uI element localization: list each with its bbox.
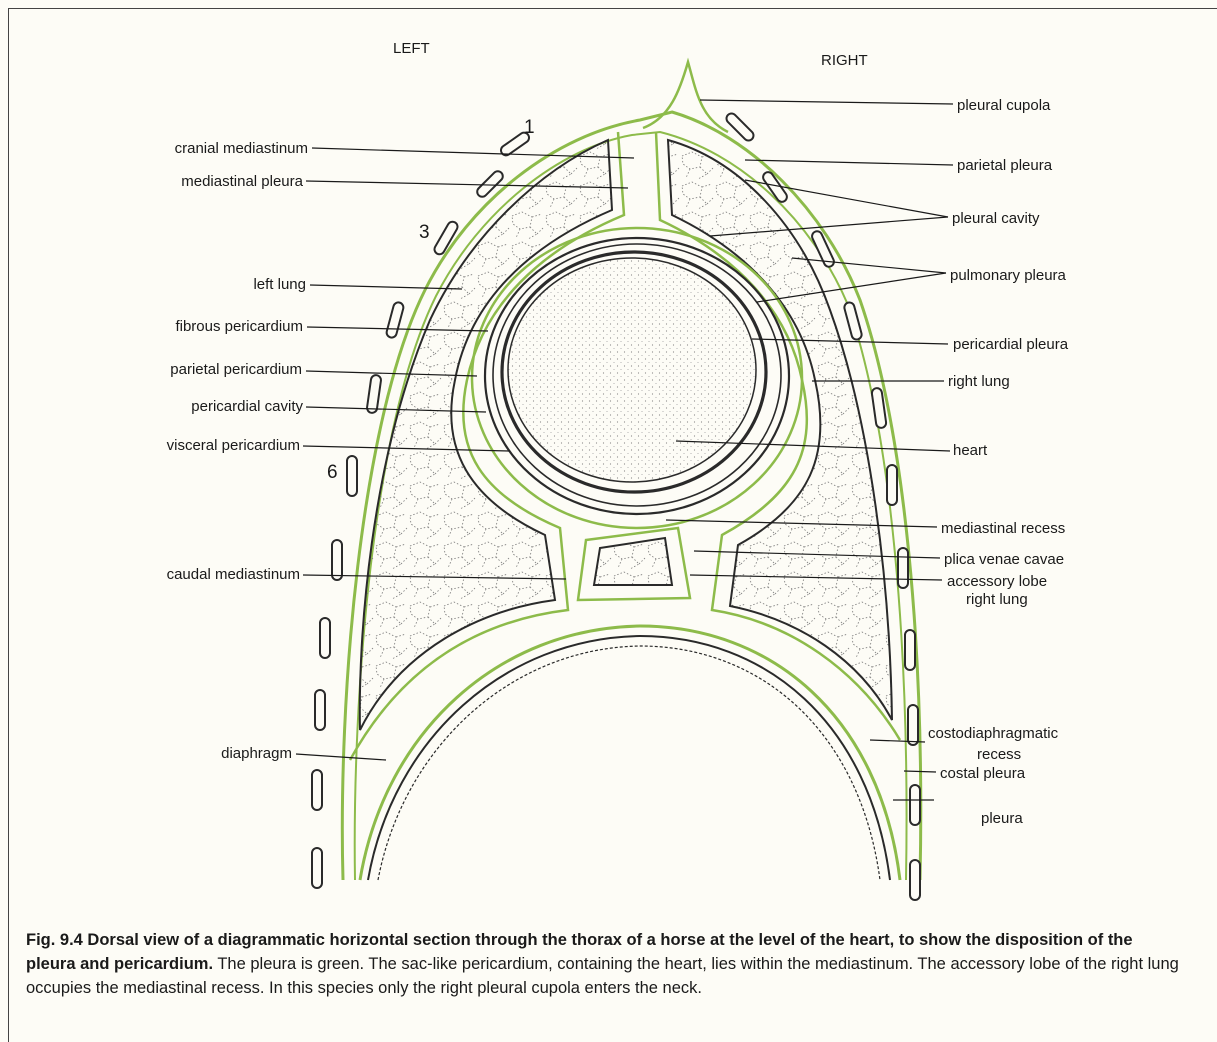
rib-number-6: 6 xyxy=(327,462,338,483)
label-right-lung: right lung xyxy=(948,373,1010,390)
label-visceral-pericardium: visceral pericardium xyxy=(167,437,300,454)
label-mediastinal-pleura: mediastinal pleura xyxy=(181,173,303,190)
label-pericardial-cavity: pericardial cavity xyxy=(191,398,303,415)
label-left-lung: left lung xyxy=(253,276,306,293)
label-fibrous-pericardium: fibrous pericardium xyxy=(175,318,303,335)
label-mediastinal-recess: mediastinal recess xyxy=(941,520,1065,537)
label-caudal-mediastinum: caudal mediastinum xyxy=(167,566,300,583)
orientation-left: LEFT xyxy=(393,40,430,57)
label-diaphragmatic-pleura: pleura xyxy=(981,810,1023,827)
label-diaphragm: diaphragm xyxy=(221,745,292,762)
label-cranial-mediastinum: cranial mediastinum xyxy=(175,140,308,157)
accessory-lobe xyxy=(594,538,672,585)
diaphragm xyxy=(360,626,900,880)
label-costodiaphragmatic: costodiaphragmatic xyxy=(928,725,1059,742)
label-accessory-lobe-right-lung: right lung xyxy=(966,591,1028,608)
rib-number-1: 1 xyxy=(524,117,535,138)
label-pleural-cavity: pleural cavity xyxy=(952,210,1040,227)
diaphragm-muscle-inner xyxy=(378,646,880,880)
label-pulmonary-pleura: pulmonary pleura xyxy=(950,267,1067,284)
label-plica-venae-cavae: plica venae cavae xyxy=(944,551,1064,568)
pleural-cupola xyxy=(643,62,728,132)
label-costodiaphragmatic-recess: recess xyxy=(977,746,1021,763)
label-accessory-lobe: accessory lobe xyxy=(947,573,1047,590)
label-heart: heart xyxy=(953,442,988,459)
heart xyxy=(508,258,756,482)
label-costal-pleura: costal pleura xyxy=(940,765,1026,782)
thorax-section-diagram: LEFT RIGHT 1 3 6 cranial mediastinum med… xyxy=(0,0,1217,920)
orientation-right: RIGHT xyxy=(821,52,868,69)
label-parietal-pleura: parietal pleura xyxy=(957,157,1053,174)
figure-caption: Fig. 9.4 Dorsal view of a diagrammatic h… xyxy=(26,928,1186,1000)
label-parietal-pericardium: parietal pericardium xyxy=(170,361,302,378)
rib-number-3: 3 xyxy=(419,222,430,243)
diaphragm-muscle xyxy=(368,636,890,880)
label-pericardial-pleura: pericardial pleura xyxy=(953,336,1069,353)
label-pleural-cupola: pleural cupola xyxy=(957,97,1051,114)
